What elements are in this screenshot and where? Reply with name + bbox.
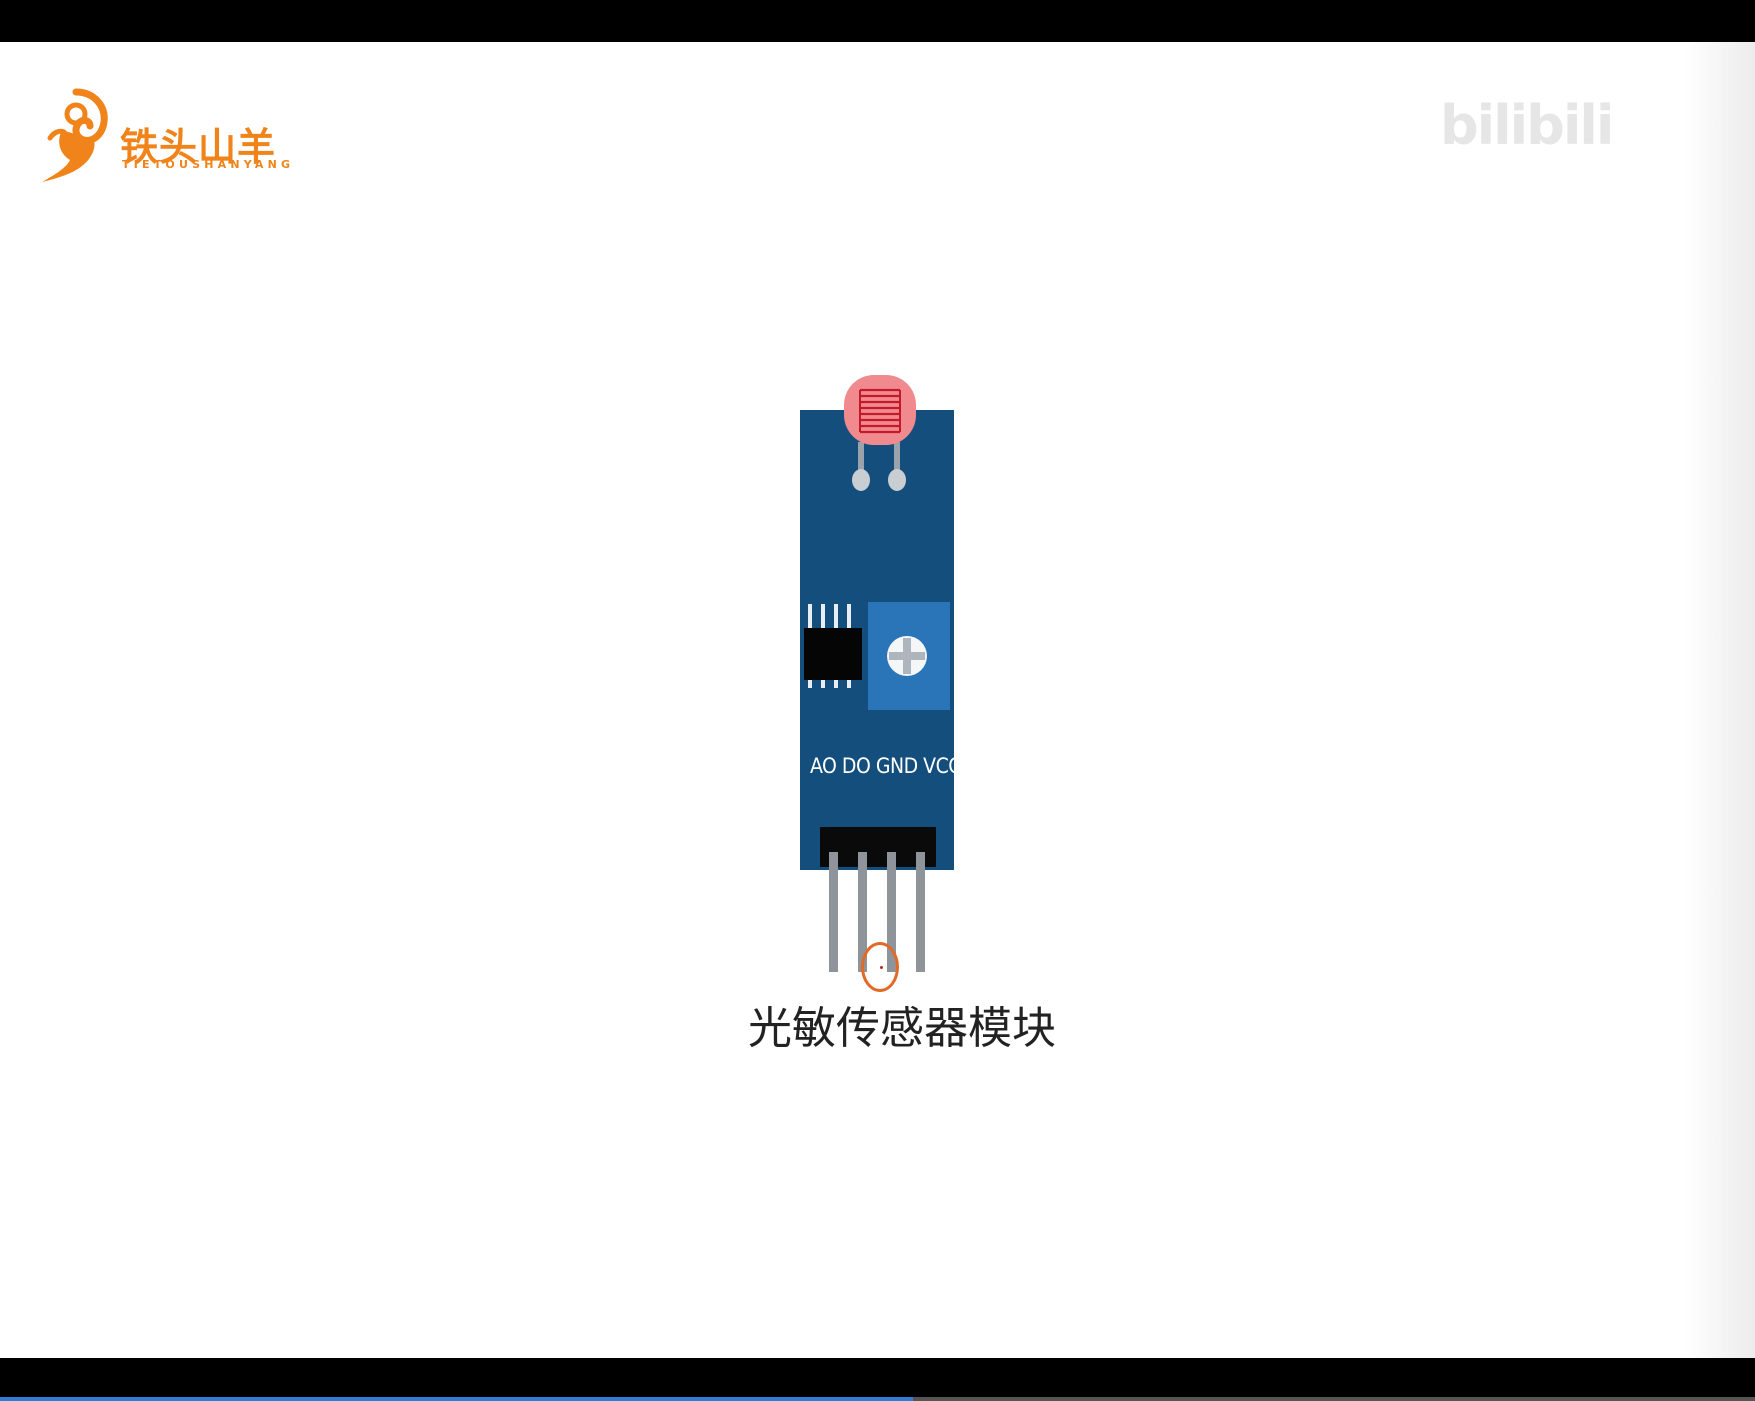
logo-subtitle: TIETOUSHANYANG bbox=[122, 158, 295, 171]
progress-bar[interactable] bbox=[0, 1397, 1755, 1401]
player-bottom-bar bbox=[0, 1358, 1755, 1401]
video-frame[interactable]: 铁头山羊 TIETOUSHANYANG bilibili bbox=[0, 42, 1755, 1358]
ram-logo-icon bbox=[42, 88, 108, 182]
pin-labels: AO DO GND VCC bbox=[810, 754, 961, 778]
logo: 铁头山羊 bbox=[36, 86, 286, 186]
progress-fill bbox=[0, 1397, 913, 1401]
header-pins bbox=[829, 852, 925, 972]
potentiometer-icon bbox=[868, 602, 950, 710]
bilibili-watermark: bilibili bbox=[1440, 94, 1614, 157]
photoresistor-icon bbox=[844, 375, 916, 445]
slide-caption: 光敏传感器模块 bbox=[748, 1003, 1056, 1054]
mouse-cursor-indicator bbox=[861, 942, 899, 992]
player-top-bar bbox=[0, 0, 1755, 42]
comparator-chip-icon bbox=[804, 604, 862, 688]
photosensitive-sensor-module bbox=[800, 375, 954, 972]
logo-name: 铁头山羊 bbox=[120, 125, 277, 169]
